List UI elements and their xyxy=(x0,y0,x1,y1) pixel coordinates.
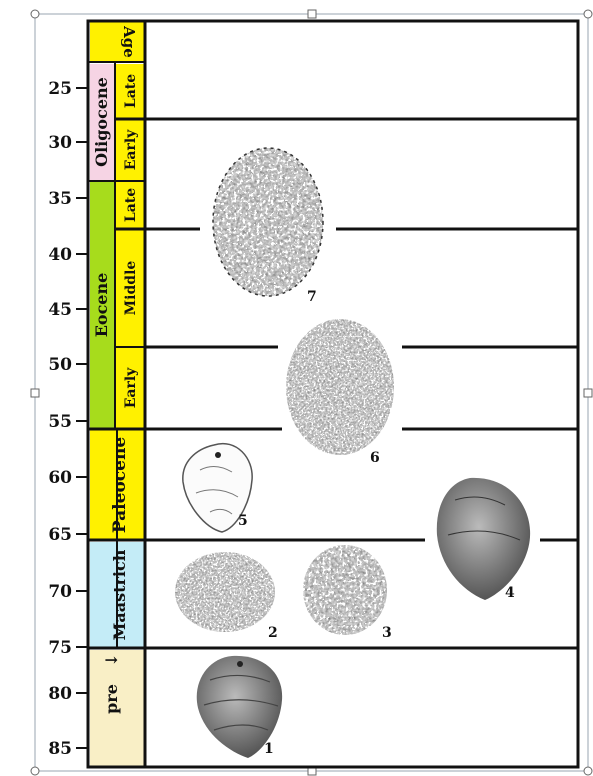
specimen-2: 2 xyxy=(175,552,278,641)
tick-label: 45 xyxy=(48,300,72,320)
tick-label: 25 xyxy=(48,79,72,99)
tick-label: 80 xyxy=(48,684,72,704)
tick-label: 75 xyxy=(48,638,72,658)
resize-handle[interactable] xyxy=(31,10,39,18)
tick-label: 85 xyxy=(48,739,72,759)
column-header: Age xyxy=(120,25,138,58)
specimen-number: 6 xyxy=(370,450,380,466)
tick-label: 30 xyxy=(48,133,72,153)
specimen-3: 3 xyxy=(303,545,392,641)
epoch-label-pre: pre xyxy=(102,684,121,714)
specimen-4: 4 xyxy=(437,478,530,601)
tick-label: 70 xyxy=(48,582,72,602)
specimen-number: 2 xyxy=(268,625,278,641)
specimen-number: 1 xyxy=(264,741,274,757)
specimen-7: 7 xyxy=(213,148,323,305)
specimen-number: 4 xyxy=(505,585,515,601)
resize-handle[interactable] xyxy=(584,767,592,775)
resize-handle[interactable] xyxy=(584,10,592,18)
specimen-1: 1 xyxy=(197,656,282,758)
stage-label: Late xyxy=(123,188,139,222)
resize-handle[interactable] xyxy=(31,767,39,775)
specimen-number: 5 xyxy=(238,513,248,529)
pre-arrow-icon: ↓ xyxy=(102,653,121,666)
specimen-5: 5 xyxy=(183,444,252,532)
epoch-label-oligocene: Oligocene xyxy=(92,77,111,167)
tick-label: 55 xyxy=(48,412,72,432)
stage-label: Early xyxy=(123,367,139,408)
epoch-label-maastrich: Maastrich xyxy=(110,549,129,640)
tick-label: 60 xyxy=(48,468,72,488)
epoch-label-eocene: Eocene xyxy=(92,273,111,338)
stage-label: Late xyxy=(123,74,139,108)
epoch-label-paleocene: Paleocene xyxy=(110,437,130,533)
tick-label: 65 xyxy=(48,525,72,545)
stage-label: Early xyxy=(123,129,139,170)
specimen-number: 7 xyxy=(307,289,317,305)
tick-label: 35 xyxy=(48,189,72,209)
resize-handle[interactable] xyxy=(308,10,316,18)
tick-label: 40 xyxy=(48,245,72,265)
specimen-number: 3 xyxy=(382,625,392,641)
tick-label: 50 xyxy=(48,355,72,375)
resize-handle[interactable] xyxy=(584,389,592,397)
specimen-6: 6 xyxy=(286,319,394,466)
resize-handle[interactable] xyxy=(31,389,39,397)
stage-label: Middle xyxy=(123,261,139,316)
age-axis: 25 30 35 40 45 50 55 60 65 70 75 80 85 xyxy=(48,79,88,759)
